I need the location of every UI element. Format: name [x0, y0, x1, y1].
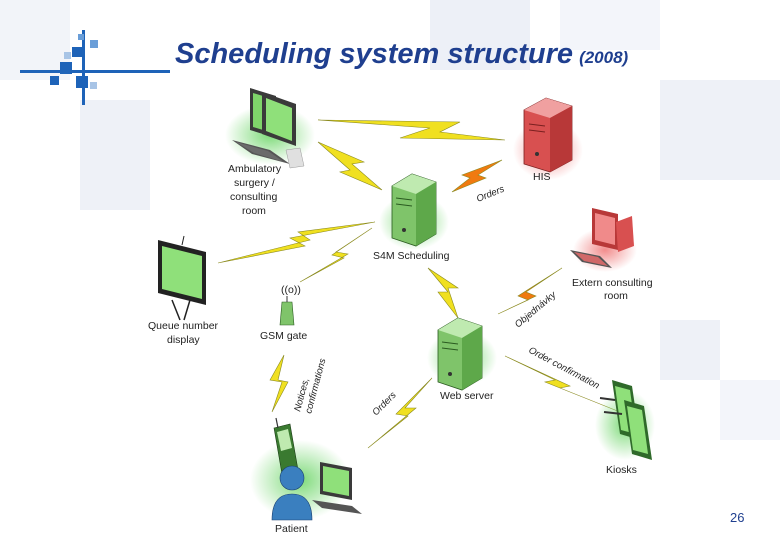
background-square	[560, 0, 660, 50]
s4m-server-icon	[379, 173, 449, 250]
label-orders-his: Orders	[475, 184, 506, 205]
background-square	[720, 380, 780, 440]
label-queue-2: display	[167, 334, 200, 346]
bolt-s4m-web	[427, 267, 459, 319]
background-square	[660, 80, 780, 180]
gsm-gate-icon: ((o))	[279, 284, 301, 326]
label-patient: Patient	[275, 523, 308, 535]
his-server-icon	[513, 97, 583, 180]
title-main: Scheduling system structure	[175, 38, 574, 70]
bolt-extern-web	[497, 267, 563, 315]
bolt-ambulatory-his	[317, 119, 506, 141]
label-his: HIS	[533, 171, 551, 183]
label-extern-1: Extern consulting	[572, 277, 653, 289]
node-labels: Ambulatory surgery / consulting room HIS…	[148, 163, 653, 535]
label-s4m: S4M Scheduling	[373, 250, 450, 262]
web-server-icon	[427, 317, 497, 391]
label-gsm: GSM gate	[260, 330, 307, 342]
bolt-s4m-gsm	[299, 227, 373, 283]
background-square	[430, 0, 530, 70]
label-kiosks: Kiosks	[606, 464, 637, 476]
label-ambulatory-1: Ambulatory	[228, 163, 282, 175]
label-web: Web server	[440, 390, 494, 402]
label-orders-patient: Orders	[370, 390, 398, 418]
background-square	[0, 0, 70, 80]
patient-icon	[250, 417, 362, 521]
bolt-s4m-his	[451, 159, 503, 193]
title-year: (2008)	[579, 48, 629, 67]
label-ambulatory-4: room	[242, 205, 266, 217]
bolt-gsm-patient	[269, 354, 289, 413]
label-queue-1: Queue number	[148, 320, 219, 332]
kiosks-icon	[595, 380, 655, 460]
slide-title: Scheduling system structure (2008)	[175, 38, 628, 71]
label-extern-2: room	[604, 290, 628, 302]
link-bolts	[217, 119, 621, 449]
label-ambulatory-2: surgery /	[234, 177, 275, 189]
queue-display-icon	[158, 235, 206, 321]
gsm-signal-text: ((o))	[281, 284, 301, 296]
bolt-web-patient	[367, 377, 433, 449]
extern-computer-icon	[570, 208, 637, 272]
page-number: 26	[730, 510, 745, 525]
label-ambulatory-3: consulting	[230, 191, 277, 203]
bolt-s4m-queue	[217, 221, 376, 264]
bolt-ambulatory-s4m	[317, 141, 383, 191]
background-square	[660, 320, 720, 380]
background-square	[80, 100, 150, 210]
logo	[0, 0, 170, 110]
ambulatory-computer-icon	[225, 88, 315, 169]
